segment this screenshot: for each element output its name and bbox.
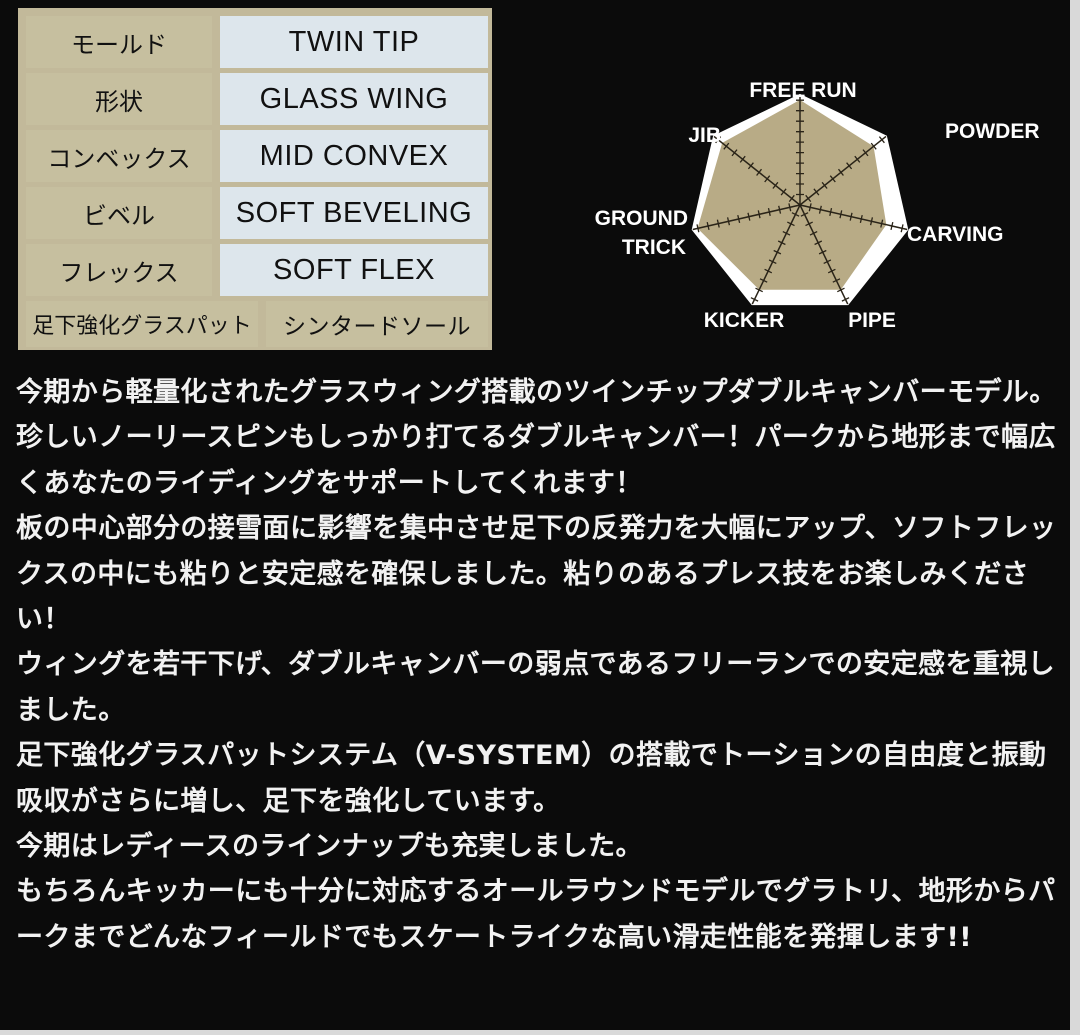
description-paragraph: 今期はレディースのラインナップも充実しました。 — [16, 831, 643, 863]
spec-row-convex: コンベックス MID CONVEX — [18, 130, 492, 182]
radar-axis-3 — [799, 204, 849, 305]
radar-axis-ticks-1 — [805, 136, 885, 203]
radar-label: FREE RUN — [749, 79, 856, 102]
radar-label: JIB — [688, 124, 721, 147]
spec-row-glass-pad: 足下強化グラスパット シンタードソール — [18, 301, 492, 347]
radar-axis-ticks-0 — [796, 99, 804, 196]
radar-axis-1 — [799, 135, 887, 206]
radar-label: CARVING — [907, 223, 1003, 246]
radar-label: PIPE — [848, 309, 896, 332]
spec-row-shape: 形状 GLASS WING — [18, 73, 492, 125]
spec-value: SOFT BEVELING — [220, 187, 488, 239]
radar-axis-5 — [692, 204, 801, 231]
radar-axis-6 — [713, 135, 801, 206]
spec-value: シンタードソール — [266, 301, 488, 347]
radar-axis-ticks-5 — [696, 203, 792, 233]
description-paragraph: もちろんキッカーにも十分に対応するオールラウンドモデルでグラトリ、地形からパーク… — [16, 876, 1056, 953]
radar-axis-4 — [751, 204, 801, 305]
radar-value-area — [697, 99, 887, 290]
description-paragraph: 今期から軽量化されたグラスウィング搭載のツインチップダブルキャンバーモデル。珍し… — [16, 377, 1057, 499]
radar-label: KICKER — [704, 309, 785, 332]
description-paragraph: 足下強化グラスパットシステム（V-SYSTEM）の搭載でトーションの自由度と振動… — [16, 740, 1047, 817]
description-paragraph: 板の中心部分の接雪面に影響を集中させ足下の反発力を大幅にアップ、ソフトフレックス… — [16, 513, 1057, 636]
spec-value: MID CONVEX — [220, 130, 488, 182]
radar-label: POWDER — [945, 120, 1040, 143]
spec-value: TWIN TIP — [220, 16, 488, 68]
product-description: 今期から軽量化されたグラスウィング搭載のツインチップダブルキャンバーモデル。珍し… — [16, 370, 1062, 960]
spec-row-flex: フレックス SOFT FLEX — [18, 244, 492, 296]
radar-axis-ticks-4 — [750, 212, 800, 302]
description-paragraph: ウィングを若干下げ、ダブルキャンバーの弱点であるフリーランでの安定感を重視しまし… — [16, 649, 1056, 726]
spec-table: モールド TWIN TIP 形状 GLASS WING コンベックス MID C… — [18, 8, 492, 350]
spec-label: 足下強化グラスパット — [26, 301, 258, 347]
radar-axis-2 — [799, 204, 908, 231]
spec-label: 形状 — [26, 73, 212, 125]
radar-axis-ticks-6 — [715, 136, 795, 203]
radar-axis-ticks-3 — [800, 212, 850, 302]
spec-row-bevel: ビベル SOFT BEVELING — [18, 187, 492, 239]
spec-label: ビベル — [26, 187, 212, 239]
spec-row-mold: モールド TWIN TIP — [18, 16, 492, 68]
spec-value: GLASS WING — [220, 73, 488, 125]
spec-label: モールド — [26, 16, 212, 68]
spec-label: フレックス — [26, 244, 212, 296]
spec-value: SOFT FLEX — [220, 244, 488, 296]
spec-label: コンベックス — [26, 130, 212, 182]
radar-axis-ticks-2 — [808, 203, 904, 233]
